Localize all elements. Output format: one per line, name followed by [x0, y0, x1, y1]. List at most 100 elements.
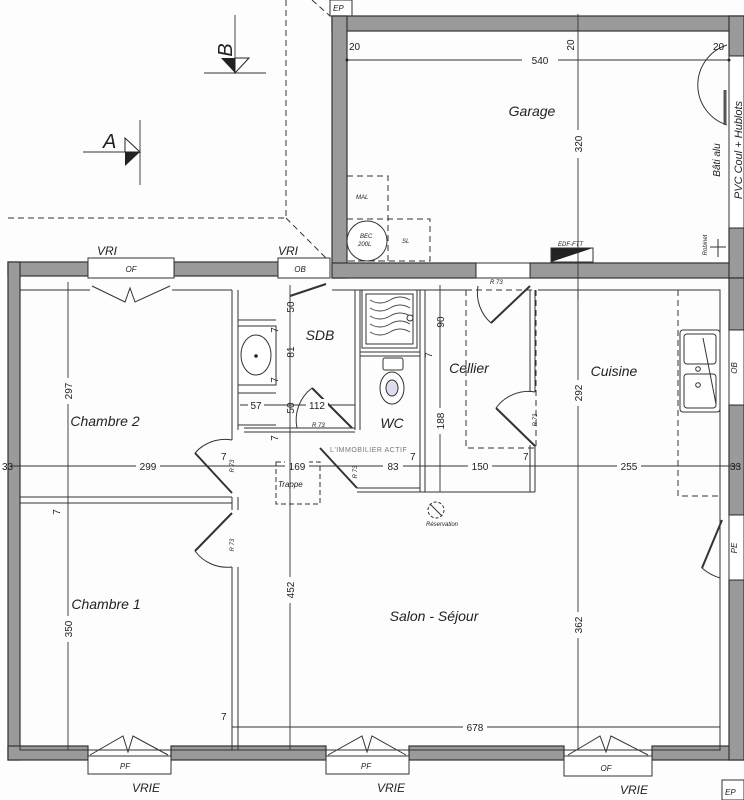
- room-label-chambre-1: Chambre 1: [71, 596, 140, 612]
- dimension-row-main: 299 169 83 150 255 33 33 7 7 7: [2, 452, 742, 473]
- room-label-chambre-2: Chambre 2: [70, 413, 139, 429]
- svg-text:A: A: [102, 131, 116, 153]
- opening-pf-mid: PF VRIE: [325, 735, 410, 795]
- svg-text:200L: 200L: [357, 242, 371, 248]
- svg-text:362: 362: [574, 616, 585, 633]
- svg-text:81: 81: [286, 346, 297, 358]
- svg-text:OB: OB: [294, 265, 306, 274]
- svg-text:VRIE: VRIE: [132, 781, 161, 795]
- svg-text:Trappe: Trappe: [278, 480, 303, 489]
- ep-box-bottom: EP: [721, 779, 744, 800]
- dimension-salon-width: 678 7: [221, 712, 720, 734]
- svg-text:VRIE: VRIE: [377, 781, 406, 795]
- svg-text:EP: EP: [725, 788, 736, 797]
- section-marker-a: A: [83, 120, 142, 185]
- svg-text:452: 452: [286, 581, 297, 598]
- svg-text:R 73: R 73: [353, 465, 359, 478]
- svg-text:7: 7: [221, 712, 227, 723]
- svg-text:320: 320: [574, 135, 585, 152]
- svg-text:50: 50: [286, 301, 297, 313]
- svg-text:20: 20: [566, 39, 577, 51]
- garage-equipment: MAL BEC 200L SL EDF-FTT: [346, 175, 594, 263]
- svg-text:7: 7: [523, 452, 529, 463]
- svg-text:20: 20: [349, 42, 361, 53]
- opening-ob-top: OB VRI: [277, 244, 331, 297]
- svg-text:OF: OF: [600, 764, 612, 773]
- svg-text:7: 7: [270, 327, 281, 333]
- svg-text:299: 299: [140, 462, 157, 473]
- access-hatch: Trappe: [275, 461, 321, 505]
- svg-text:7: 7: [270, 377, 281, 383]
- svg-text:33: 33: [2, 462, 14, 473]
- svg-text:83: 83: [387, 462, 399, 473]
- svg-text:R 73: R 73: [230, 538, 236, 551]
- svg-text:VRIE: VRIE: [620, 783, 649, 797]
- interior-partitions: [20, 289, 720, 750]
- svg-text:R 73: R 73: [312, 423, 325, 429]
- room-label-cellier: Cellier: [449, 360, 490, 376]
- svg-text:292: 292: [574, 384, 585, 401]
- svg-text:90: 90: [436, 316, 447, 328]
- garage-walls: [331, 15, 744, 279]
- svg-text:33: 33: [730, 462, 742, 473]
- svg-text:SL: SL: [402, 239, 409, 245]
- svg-text:540: 540: [532, 56, 549, 67]
- svg-text:678: 678: [467, 723, 484, 734]
- svg-text:Réservation: Réservation: [426, 522, 459, 528]
- shower-tray: [361, 289, 418, 349]
- ep-box-top: EP: [329, 0, 353, 17]
- watermark: L'IMMOBILIER ACTIF: [330, 447, 407, 454]
- svg-text:7: 7: [52, 509, 63, 515]
- svg-text:R 73: R 73: [490, 280, 503, 286]
- svg-text:350: 350: [64, 620, 75, 637]
- svg-text:PF: PF: [361, 762, 372, 771]
- room-label-garage: Garage: [509, 103, 556, 119]
- dimension-sdb: 57 112: [240, 399, 355, 412]
- svg-text:20: 20: [713, 42, 725, 53]
- svg-text:7: 7: [221, 452, 227, 463]
- robinet-tap: Robinet: [703, 234, 726, 257]
- svg-text:Robinet: Robinet: [703, 234, 709, 255]
- svg-text:VRI: VRI: [278, 244, 299, 258]
- kitchen-sink: [679, 329, 721, 413]
- svg-text:7: 7: [410, 452, 416, 463]
- toilet: [379, 357, 405, 405]
- site-boundary: [5, 0, 331, 263]
- room-label-sdb: SDB: [306, 327, 335, 343]
- dimension-vertical: 297 7 350 452 50 81 50 7 7 7 90 7 188 29…: [52, 282, 585, 750]
- svg-text:7: 7: [270, 435, 281, 441]
- garage-dimensions: 540 320 20 20 20 Garage: [345, 14, 731, 300]
- svg-text:Bâti alu: Bâti alu: [712, 143, 723, 177]
- door-r73: R 73 R 73 R 73 R 73 R 73 R 73: [194, 280, 539, 568]
- opening-of-bottom: OF VRIE: [563, 735, 653, 797]
- svg-text:255: 255: [621, 462, 638, 473]
- room-label-salon-sejour: Salon - Séjour: [390, 608, 480, 624]
- washbasin: [237, 325, 277, 386]
- svg-text:EDF-FTT: EDF-FTT: [558, 242, 584, 248]
- svg-text:297: 297: [64, 382, 75, 399]
- svg-text:PVC Coul + Hublots: PVC Coul + Hublots: [733, 100, 744, 199]
- svg-text:57: 57: [250, 401, 262, 412]
- svg-text:PE: PE: [730, 542, 739, 553]
- svg-text:VRI: VRI: [97, 244, 118, 258]
- opening-ob-right: OB: [730, 362, 739, 374]
- svg-text:150: 150: [472, 462, 489, 473]
- svg-text:PF: PF: [120, 762, 131, 771]
- svg-text:B: B: [215, 43, 237, 56]
- house-walls: [7, 261, 744, 761]
- room-label-wc: WC: [380, 415, 404, 431]
- svg-text:OB: OB: [730, 362, 739, 374]
- opening-pf-left: PF VRIE: [87, 735, 172, 795]
- opening-of-top: OF VRI: [87, 244, 175, 303]
- reservation-marker: Réservation: [426, 501, 459, 528]
- svg-text:169: 169: [289, 462, 306, 473]
- svg-text:112: 112: [309, 401, 325, 412]
- svg-text:OF: OF: [125, 265, 137, 274]
- svg-text:188: 188: [436, 412, 447, 429]
- svg-text:EP: EP: [333, 4, 344, 13]
- svg-text:7: 7: [424, 352, 435, 358]
- svg-text:MAL: MAL: [356, 195, 368, 201]
- garage-door: PVC Coul + Hublots Bâti alu: [697, 44, 744, 199]
- opening-pe-right: PE: [701, 519, 739, 579]
